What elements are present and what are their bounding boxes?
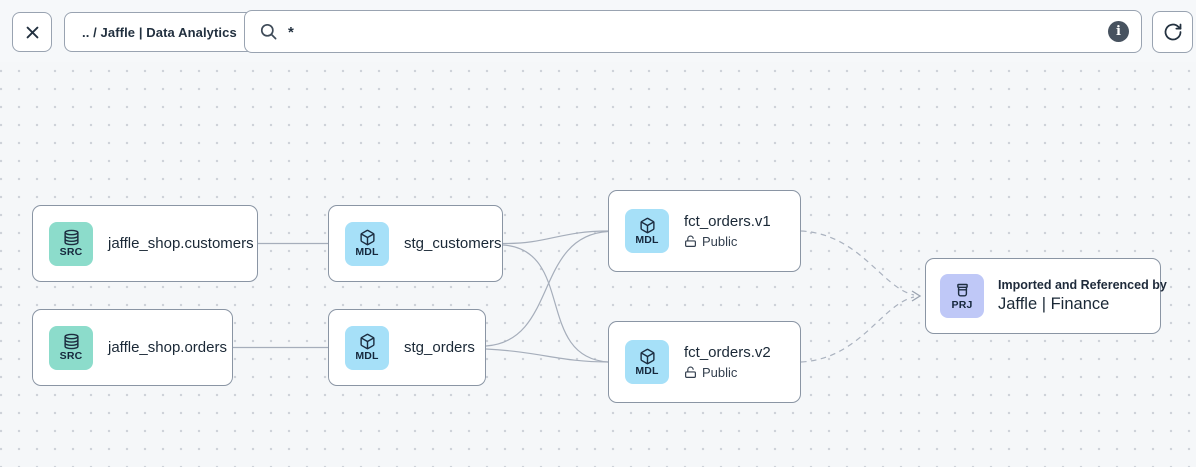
edge-arrowhead xyxy=(911,290,922,302)
access-label: Public xyxy=(702,234,738,249)
model-badge: MDL xyxy=(345,221,389,266)
edge-stg-orders-fct-v1 xyxy=(485,230,609,347)
info-icon[interactable]: i xyxy=(1108,21,1129,42)
edge-fct-v1-prj-dashed xyxy=(800,230,915,296)
database-icon xyxy=(63,229,80,246)
access-row: Public xyxy=(684,365,771,380)
source-badge: SRC xyxy=(49,325,93,370)
project-archive-icon xyxy=(954,282,971,299)
model-badge: MDL xyxy=(345,325,389,370)
node-jaffle-finance-project[interactable]: PRJ Imported and Referenced by Jaffle | … xyxy=(925,258,1167,334)
search-icon xyxy=(259,22,278,41)
project-subtitle: Imported and Referenced by xyxy=(998,278,1167,292)
node-title: jaffle_shop.orders xyxy=(108,339,227,356)
node-jaffle-shop-orders[interactable]: SRC jaffle_shop.orders xyxy=(32,309,233,386)
cube-icon xyxy=(359,333,376,350)
badge-label: MDL xyxy=(355,350,379,363)
badge-label: MDL xyxy=(635,233,659,246)
breadcrumb-label: .. / Jaffle | Data Analytics xyxy=(82,24,237,40)
model-badge: MDL xyxy=(625,340,669,384)
edge-stg-customers-fct-v2 xyxy=(502,244,609,363)
cube-icon xyxy=(639,217,656,234)
node-title: stg_customers xyxy=(404,235,502,252)
unlock-icon xyxy=(684,235,697,248)
refresh-button[interactable] xyxy=(1152,11,1193,53)
edge-stg-customers-fct-v1 xyxy=(502,230,609,245)
source-badge: SRC xyxy=(49,221,93,266)
model-badge: MDL xyxy=(625,209,669,253)
node-stg-orders[interactable]: MDL stg_orders xyxy=(328,309,486,386)
node-title: fct_orders.v1 xyxy=(684,213,771,230)
unlock-icon xyxy=(684,366,697,379)
close-icon xyxy=(24,24,41,41)
project-title: Jaffle | Finance xyxy=(998,295,1110,313)
breadcrumb-button[interactable]: .. / Jaffle | Data Analytics xyxy=(64,12,255,52)
node-jaffle-shop-customers[interactable]: SRC jaffle_shop.customers xyxy=(32,205,258,282)
access-row: Public xyxy=(684,234,771,249)
project-badge: PRJ xyxy=(940,274,984,318)
search-bar[interactable]: i xyxy=(244,10,1142,53)
node-title: jaffle_shop.customers xyxy=(108,235,254,252)
badge-label: MDL xyxy=(635,364,659,377)
cube-icon xyxy=(639,348,656,365)
refresh-icon xyxy=(1163,22,1183,42)
access-label: Public xyxy=(702,365,738,380)
node-title: stg_orders xyxy=(404,339,475,356)
badge-label: SRC xyxy=(59,246,83,259)
node-title: fct_orders.v2 xyxy=(684,344,771,361)
node-fct-orders-v1[interactable]: MDL fct_orders.v1 Public xyxy=(608,190,801,272)
badge-label: PRJ xyxy=(951,298,973,311)
close-button[interactable] xyxy=(12,12,52,52)
node-fct-orders-v2[interactable]: MDL fct_orders.v2 Public xyxy=(608,321,801,403)
edge-stg-orders-fct-v2 xyxy=(485,348,609,363)
badge-label: MDL xyxy=(355,246,379,259)
badge-label: SRC xyxy=(59,350,83,363)
node-stg-customers[interactable]: MDL stg_customers xyxy=(328,205,503,282)
database-icon xyxy=(63,333,80,350)
edge-fct-v2-prj-dashed xyxy=(800,296,915,363)
search-input[interactable] xyxy=(288,24,1098,41)
cube-icon xyxy=(359,229,376,246)
